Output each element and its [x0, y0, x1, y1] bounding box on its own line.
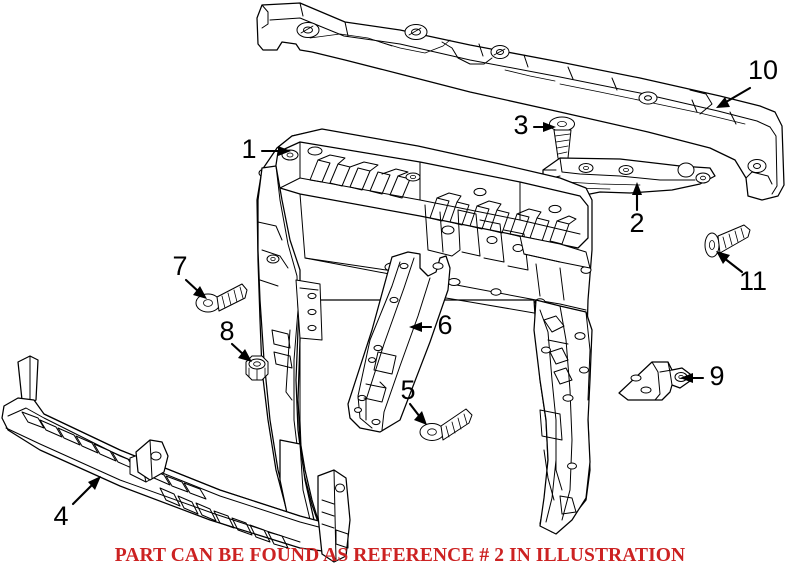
- callout-leader-lines: [71, 86, 752, 506]
- callout-label-1: 1: [241, 134, 256, 164]
- callout-label-7: 7: [172, 251, 187, 281]
- reference-note: PART CAN BE FOUND AS REFERENCE # 2 IN IL…: [114, 545, 686, 566]
- callout-arrow-7: [184, 278, 207, 299]
- callout-arrow-4: [71, 476, 101, 506]
- part-3-screw: [549, 116, 575, 165]
- callout-numbers: 1 2 3 4 5 6 7 8 9 10 11: [53, 55, 778, 531]
- callout-label-6: 6: [437, 310, 452, 340]
- part-6-center-support-brace: [347, 251, 451, 433]
- callout-arrow-1: [260, 146, 291, 156]
- part-11-screw: [704, 224, 751, 258]
- callout-label-9: 9: [709, 361, 724, 391]
- callout-arrow-6: [409, 322, 433, 332]
- part-7-screw: [195, 283, 248, 313]
- callout-label-2: 2: [629, 208, 644, 238]
- callout-label-8: 8: [219, 316, 234, 346]
- callout-arrow-8: [230, 342, 252, 362]
- callout-label-4: 4: [53, 501, 68, 531]
- callout-label-3: 3: [513, 110, 528, 140]
- callout-label-5: 5: [400, 375, 415, 405]
- part-1-radiator-support-assembly: [256, 128, 593, 539]
- part-10-upper-crossmember: [256, 2, 785, 201]
- callout-label-10: 10: [748, 55, 778, 85]
- part-8-hex-flange-nut: [245, 355, 269, 381]
- callout-label-11: 11: [739, 266, 767, 296]
- part-9-mounting-bracket: [618, 361, 691, 401]
- callout-arrow-11: [716, 251, 744, 274]
- callout-arrow-2: [632, 182, 642, 212]
- callout-arrow-10: [716, 86, 752, 108]
- callout-arrow-5: [408, 402, 427, 425]
- part-4-lower-bumper-reinforcement: [1, 355, 351, 563]
- callout-arrow-3: [532, 122, 556, 132]
- callout-arrow-9: [680, 373, 705, 383]
- part-5-screw: [419, 408, 473, 441]
